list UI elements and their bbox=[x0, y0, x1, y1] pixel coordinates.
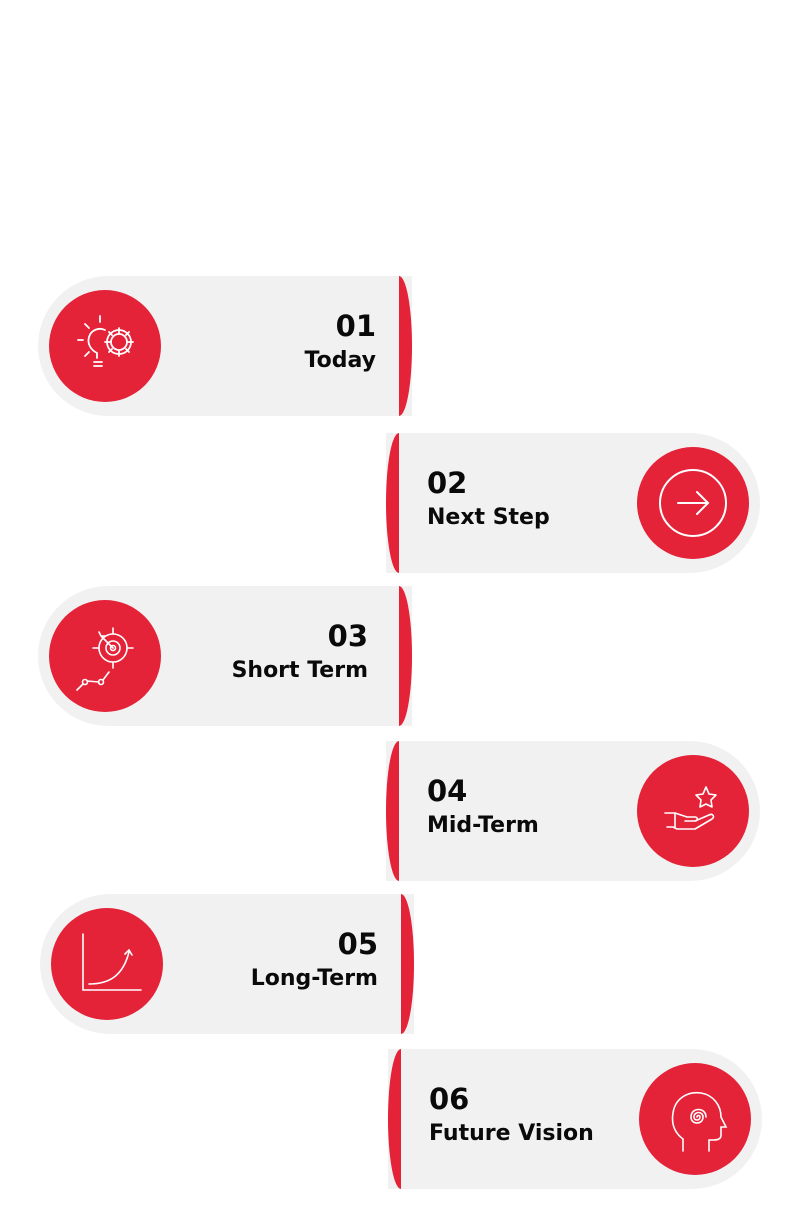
accent-arc bbox=[386, 741, 399, 881]
timeline-step-04: 04 Mid-Term bbox=[386, 741, 760, 881]
icon-circle bbox=[637, 447, 749, 559]
timeline-step-01: 01 Today bbox=[38, 276, 412, 416]
step-number: 01 bbox=[335, 309, 376, 343]
hand-star-icon bbox=[664, 786, 717, 830]
step-title: Short Term bbox=[231, 658, 368, 683]
accent-arc bbox=[401, 894, 414, 1034]
icon-circle bbox=[637, 755, 749, 867]
accent-arc bbox=[386, 433, 399, 573]
timeline-step-03: 03 Short Term bbox=[38, 586, 412, 726]
target-icon bbox=[76, 627, 134, 691]
step-number: 05 bbox=[337, 927, 378, 961]
icon-circle bbox=[49, 290, 161, 402]
step-title: Next Step bbox=[427, 505, 550, 530]
step-number: 02 bbox=[427, 466, 468, 500]
head-spiral-icon bbox=[671, 1091, 728, 1152]
timeline-step-02: 02 Next Step bbox=[386, 433, 760, 573]
step-title: Long-Term bbox=[250, 966, 378, 991]
icon-circle bbox=[49, 600, 161, 712]
accent-arc bbox=[399, 276, 412, 416]
timeline-step-06: 06 Future Vision bbox=[388, 1049, 762, 1189]
step-title: Today bbox=[304, 348, 376, 373]
step-number: 03 bbox=[327, 619, 368, 653]
icon-circle bbox=[639, 1063, 751, 1175]
step-title: Mid-Term bbox=[427, 813, 539, 838]
accent-arc bbox=[399, 586, 412, 726]
growth-chart-icon bbox=[82, 933, 142, 991]
step-number: 04 bbox=[427, 774, 468, 808]
step-number: 06 bbox=[429, 1082, 470, 1116]
step-title: Future Vision bbox=[429, 1121, 594, 1146]
arrow-right-circle-icon bbox=[659, 469, 727, 537]
icon-circle bbox=[51, 908, 163, 1020]
timeline-step-05: 05 Long-Term bbox=[40, 894, 414, 1034]
lightbulb-gear-icon bbox=[77, 315, 134, 367]
accent-arc bbox=[388, 1049, 401, 1189]
